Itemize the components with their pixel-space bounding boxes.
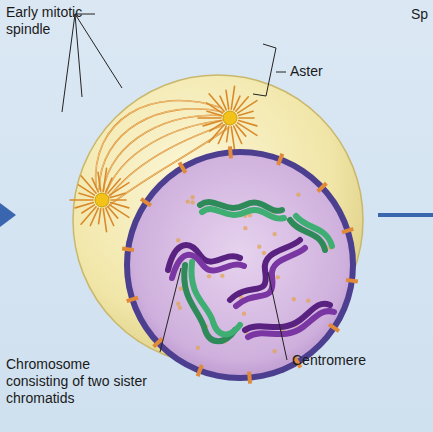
aster-ray: [227, 127, 229, 142]
structure-label: Early mitotic spindle: [6, 4, 116, 38]
nucleoplasm-granule: [243, 226, 247, 230]
aster-ray: [231, 86, 234, 109]
process-arrow: [0, 203, 16, 227]
aster-ray: [203, 121, 221, 126]
nucleoplasm-granule: [276, 275, 280, 279]
nuclear-pore: [228, 146, 233, 158]
aster-ray: [103, 209, 106, 232]
nucleoplasm-granule: [262, 251, 266, 255]
aster-ray: [231, 127, 234, 150]
aster-ray: [239, 117, 254, 119]
nuclear-pore: [140, 197, 152, 207]
nucleoplasm-granule: [306, 298, 310, 302]
aster-ray: [103, 168, 106, 191]
aster-ray: [218, 126, 226, 143]
nucleoplasm-granule: [272, 232, 276, 236]
nucleoplasm-granule: [220, 274, 224, 278]
aster-ray: [239, 111, 253, 115]
nucleus: [130, 155, 350, 375]
nucleoplasm-granule: [176, 238, 180, 242]
structure-label: Centromere: [292, 352, 402, 369]
nucleoplasm-granule: [272, 349, 276, 353]
aster-ray: [226, 90, 229, 109]
centrosome: [95, 193, 109, 207]
nuclear-pore: [346, 278, 358, 284]
nuclear-pore: [276, 153, 284, 166]
aster: [70, 168, 129, 231]
aster-ray: [110, 183, 129, 195]
nucleoplasm-granule: [292, 297, 296, 301]
nuclear-pore: [126, 296, 139, 303]
aster: [198, 86, 257, 149]
nuclear-envelope: [124, 149, 356, 381]
nucleoplasm-granule: [196, 346, 200, 350]
nuclear-pore: [341, 227, 354, 234]
nuclear-pore: [328, 323, 340, 333]
aster-ray: [111, 199, 126, 201]
nucleoplasm-granule: [190, 200, 194, 204]
nucleoplasm-granule: [186, 199, 190, 203]
aster-ray: [234, 126, 242, 143]
nuclear-pore: [122, 246, 134, 252]
cut-off-label: Sp: [411, 6, 433, 23]
nuclear-pore: [247, 371, 252, 383]
aster-ray: [111, 193, 125, 197]
process-arrow: [378, 213, 433, 217]
aster-ray: [206, 103, 222, 113]
aster-ray: [198, 117, 221, 119]
aster-ray: [99, 209, 101, 224]
nucleoplasm-granule: [178, 306, 182, 310]
nucleoplasm-granule: [190, 195, 194, 199]
chromosomes: [168, 202, 334, 341]
nuclear-pore: [196, 364, 204, 377]
aster-ray: [220, 96, 226, 110]
nucleoplasm-granule: [207, 274, 211, 278]
aster-ray: [238, 101, 257, 113]
structure-label: Chromosome consisting of two sister chro…: [6, 356, 156, 407]
nuclear-pore: [316, 182, 327, 193]
nucleoplasm-granule: [257, 244, 261, 248]
aster-ray: [90, 208, 98, 225]
nucleoplasm-granule: [242, 311, 246, 315]
structure-label: Aster: [290, 63, 350, 80]
aster-ray: [98, 172, 101, 191]
aster-ray: [78, 185, 94, 195]
nucleoplasm-granule: [296, 192, 300, 196]
aster-ray: [106, 208, 114, 225]
aster-ray: [236, 97, 248, 111]
nuclear-pore: [178, 162, 188, 174]
nucleoplasm-granule: [176, 302, 180, 306]
leader-lines: [62, 14, 287, 360]
centrosome: [223, 111, 237, 125]
aster-ray: [92, 178, 98, 192]
aster-ray: [81, 176, 96, 193]
aster-ray: [70, 199, 93, 201]
aster-ray: [108, 179, 120, 193]
aster-ray: [209, 94, 224, 111]
aster-ray: [75, 203, 93, 208]
